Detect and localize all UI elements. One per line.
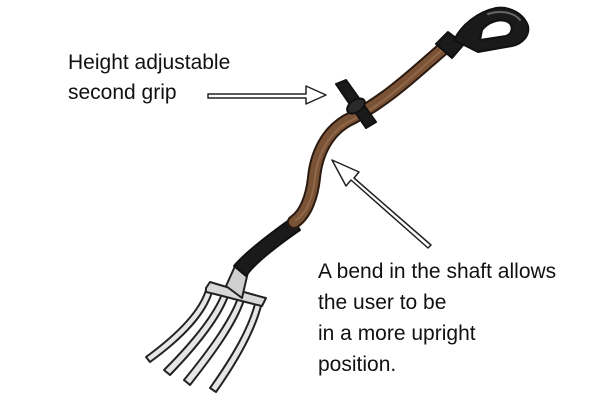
fork-shaft-highlight — [295, 49, 443, 221]
fork-tines — [145, 263, 267, 393]
grip-annotation-line-1: Height adjustable — [68, 51, 231, 74]
grip-annotation-line-2: second grip — [68, 81, 177, 104]
bend-annotation-line-1: A bend in the shaft allows — [318, 260, 557, 283]
tine-4 — [209, 299, 263, 393]
bend-arrow-icon — [331, 159, 432, 249]
tine-2 — [163, 293, 229, 376]
lower-ferrule — [233, 217, 301, 277]
bend-annotation-line-2: the user to be — [318, 291, 447, 314]
grip-annotation: Height adjustable second grip — [68, 48, 230, 108]
handle-highlight — [487, 11, 521, 21]
second-grip-collar — [346, 97, 366, 115]
bend-annotation-line-3: in a more upright — [318, 322, 476, 345]
bend-annotation-line-4: position. — [318, 353, 397, 376]
bend-annotation: A bend in the shaft allows the user to b… — [318, 256, 556, 380]
tine-1 — [145, 289, 213, 363]
handle-grip — [453, 6, 530, 53]
d-handle — [435, 6, 530, 59]
grip-arrow-icon — [207, 85, 327, 105]
tine-3 — [183, 297, 245, 386]
second-grip — [335, 79, 377, 129]
